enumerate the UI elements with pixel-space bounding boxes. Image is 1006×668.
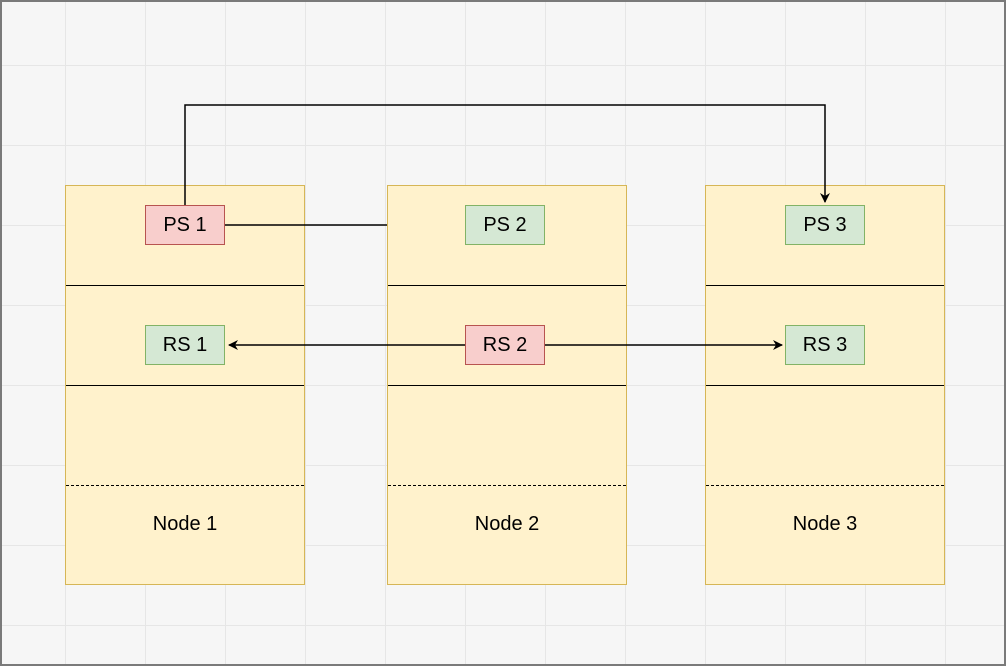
ps-2-box[interactable]: PS 2 <box>465 205 545 245</box>
node-1-divider-dashed <box>66 485 304 486</box>
node-1: Node 1 <box>65 185 305 585</box>
node-2-divider-top <box>388 285 626 286</box>
node-2-divider-dashed <box>388 485 626 486</box>
node-1-divider-top <box>66 285 304 286</box>
ps-3-box[interactable]: PS 3 <box>785 205 865 245</box>
node-3-label: Node 3 <box>792 513 858 535</box>
ps-1-box[interactable]: PS 1 <box>145 205 225 245</box>
node-3: Node 3 <box>705 185 945 585</box>
node-3-divider-top <box>706 285 944 286</box>
node-3-divider-middle <box>706 385 944 386</box>
node-1-divider-middle <box>66 385 304 386</box>
node-2-divider-middle <box>388 385 626 386</box>
rs-2-box[interactable]: RS 2 <box>465 325 545 365</box>
node-2-label: Node 2 <box>474 513 540 535</box>
rs-1-box[interactable]: RS 1 <box>145 325 225 365</box>
rs-3-box[interactable]: RS 3 <box>785 325 865 365</box>
node-3-divider-dashed <box>706 485 944 486</box>
node-2: Node 2 <box>387 185 627 585</box>
node-1-label: Node 1 <box>152 513 218 535</box>
